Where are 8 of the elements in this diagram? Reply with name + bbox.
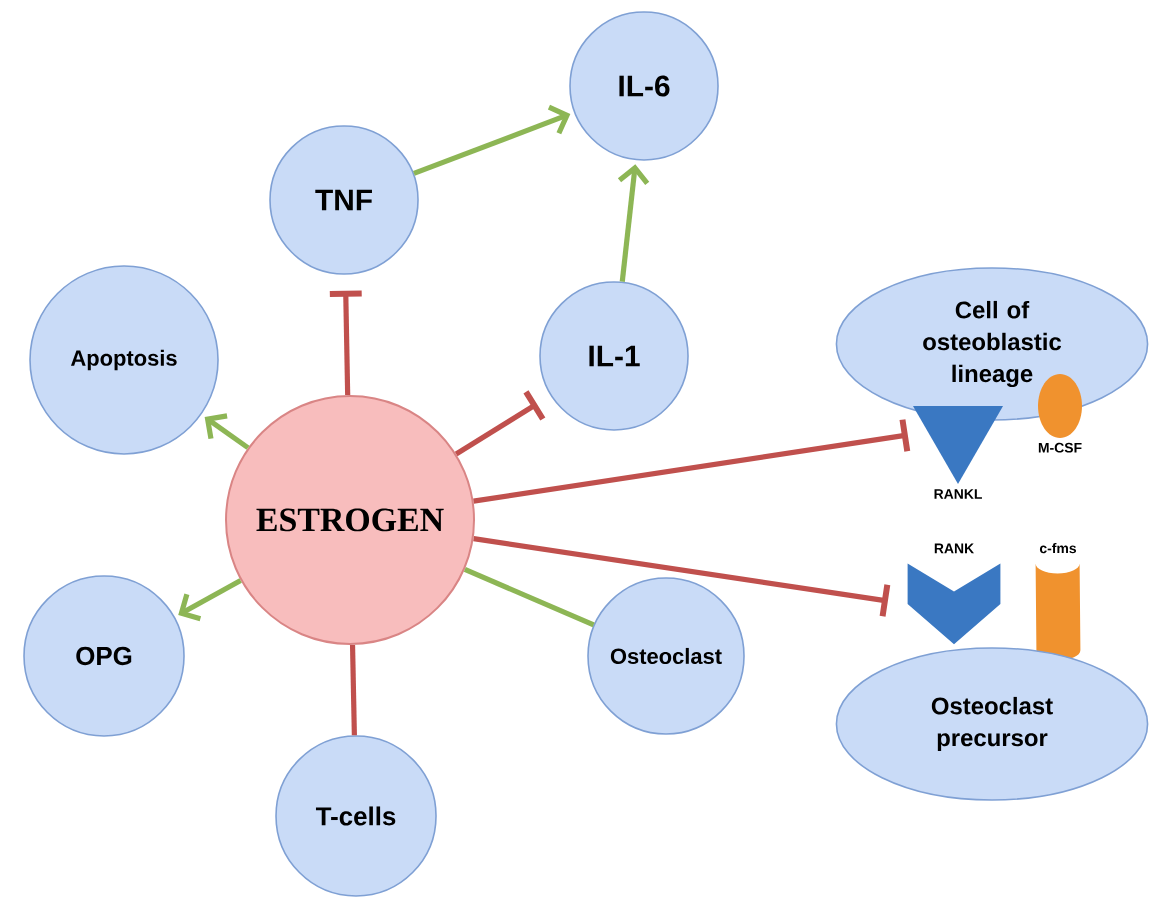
inhibition-line bbox=[473, 536, 891, 617]
inhibition-line bbox=[329, 290, 362, 396]
arrow bbox=[617, 164, 650, 282]
arrow bbox=[204, 413, 250, 450]
connector-line bbox=[349, 644, 357, 736]
arrow bbox=[413, 104, 571, 176]
arrow bbox=[178, 578, 242, 622]
connector-line bbox=[463, 567, 595, 628]
